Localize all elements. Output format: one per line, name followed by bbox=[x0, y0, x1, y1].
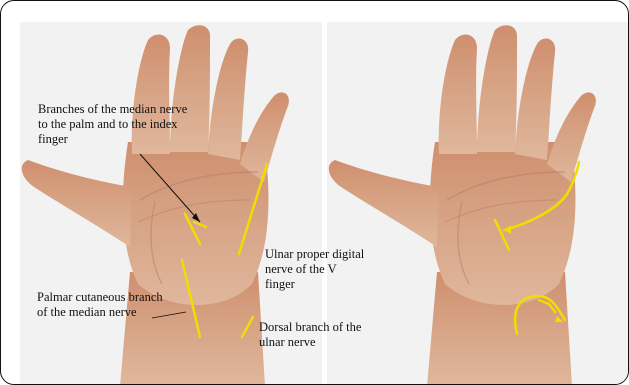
middle-finger bbox=[477, 25, 517, 152]
label-ulnar-digital-nerve: Ulnar proper digital nerve of the V fing… bbox=[265, 247, 415, 292]
thumb bbox=[329, 160, 439, 247]
label-dorsal-branch-ulnar: Dorsal branch of the ulnar nerve bbox=[259, 320, 399, 350]
little-finger bbox=[547, 92, 596, 182]
thumb bbox=[22, 160, 132, 247]
label-median-nerve-palm: Branches of the median nerve to the palm… bbox=[38, 102, 308, 147]
index-finger bbox=[439, 34, 477, 154]
ring-finger bbox=[515, 38, 555, 160]
label-palmar-cutaneous-branch: Palmar cutaneous branch of the median ne… bbox=[37, 290, 197, 320]
